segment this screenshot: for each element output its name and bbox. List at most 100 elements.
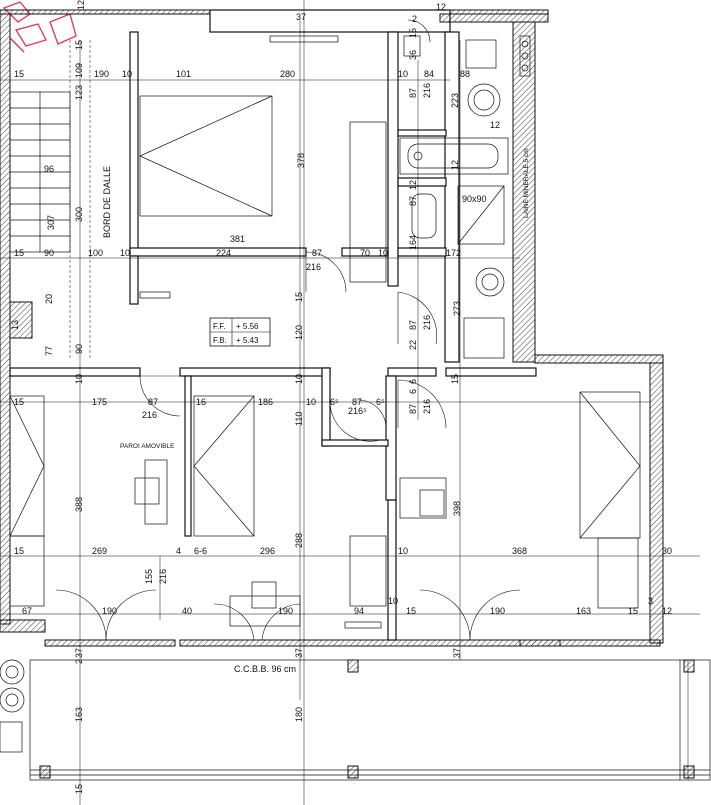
- dim-value: 10: [388, 596, 398, 606]
- dim-value: 190: [490, 606, 505, 616]
- dim-value: 216: [158, 569, 168, 584]
- dim-value: 224: [216, 248, 231, 258]
- dim-value: 87: [408, 196, 418, 206]
- dim-value: 67: [22, 606, 32, 616]
- dim-value: 37: [74, 648, 84, 658]
- dim-value: 273: [452, 301, 462, 316]
- shower-label: 90x90: [462, 194, 487, 204]
- dim-value: 155: [144, 569, 154, 584]
- dim-value: 288: [294, 533, 304, 548]
- dim-value: 6-6: [194, 546, 207, 556]
- dim-value: 87: [408, 88, 418, 98]
- dim-value: 16: [196, 397, 206, 407]
- dim-value: 90: [44, 248, 54, 258]
- dim-value: 2: [412, 14, 417, 24]
- dim-value: 2: [74, 659, 84, 664]
- dim-value: 180: [294, 707, 304, 722]
- dim-value: 87: [148, 397, 158, 407]
- dim-value: 15: [74, 784, 84, 794]
- dim-value: 94: [354, 606, 364, 616]
- dim-value: 163: [74, 707, 84, 722]
- dim-value: 87: [352, 397, 362, 407]
- dim-value: 30: [662, 546, 672, 556]
- dim-value: 10: [74, 374, 84, 384]
- dim-value: 216: [422, 83, 432, 98]
- level-box: F.F. + 5.56 F.B. + 5.43: [209, 317, 271, 347]
- dim-value: 175: [92, 397, 107, 407]
- dim-value: 40: [182, 606, 192, 616]
- dim-value: 88: [460, 69, 470, 79]
- dim-value: 3: [648, 596, 653, 606]
- dim-value: 172: [446, 248, 461, 258]
- dim-value: 15: [74, 40, 84, 50]
- dim-value: 110: [294, 412, 304, 426]
- furniture: [9, 35, 641, 629]
- dimension-values: 12 37 2 12 15 109 123 15 190 10 101 280 …: [10, 0, 672, 794]
- staircase: [9, 40, 91, 360]
- dim-value: 269: [92, 546, 107, 556]
- dim-value: 190: [278, 606, 293, 616]
- dim-value: 13: [10, 320, 20, 330]
- dim-value: 368: [512, 546, 527, 556]
- dim-value: 87: [312, 248, 322, 258]
- dim-value: 87: [408, 404, 418, 414]
- dim-value: 10: [398, 69, 408, 79]
- dim-value: 190: [94, 69, 109, 79]
- dim-value: 90: [74, 344, 84, 354]
- dim-value: 307: [46, 215, 56, 230]
- dim-value: 163: [576, 606, 591, 616]
- dim-value: 164: [408, 235, 418, 250]
- dim-value: 388: [74, 497, 84, 512]
- ff-label: F.F.: [213, 322, 225, 331]
- dim-value: 22: [408, 340, 418, 350]
- dim-value: 186: [258, 397, 273, 407]
- dim-value: 15: [294, 292, 304, 302]
- laine-minerale-label: LAINE MINERALE 5 cm: [523, 148, 530, 218]
- fb-value: + 5.43: [236, 336, 259, 345]
- exterior-walls: [0, 9, 664, 647]
- dim-value: 216⁵: [348, 406, 367, 416]
- dim-value: 10: [122, 69, 132, 79]
- dim-value: 12: [408, 180, 418, 190]
- ff-value: + 5.56: [236, 322, 259, 331]
- dim-value: 101: [176, 69, 191, 79]
- dim-value: 123: [74, 85, 84, 100]
- dim-value: 216: [422, 399, 432, 414]
- dim-value: 12: [450, 160, 460, 170]
- dim-value: 15: [628, 606, 638, 616]
- dim-value: 96: [44, 164, 54, 174]
- dim-value: 20: [44, 294, 54, 304]
- dim-value: 378: [296, 153, 306, 168]
- dim-value: 398: [452, 501, 462, 516]
- dim-value: 381: [230, 234, 245, 244]
- dim-value: 15: [408, 28, 418, 38]
- dim-value: 36: [408, 50, 418, 60]
- dim-value: 70: [360, 248, 370, 258]
- dim-value: 100: [88, 248, 103, 258]
- dim-value: 6⁵: [330, 397, 339, 407]
- ccbb-label: C.C.B.B. 96 cm: [234, 664, 296, 674]
- interior-walls: [9, 31, 537, 641]
- dim-value: 296: [260, 546, 275, 556]
- dim-value: 84: [424, 69, 434, 79]
- dim-value: 15: [14, 397, 24, 407]
- dim-value: 6: [408, 379, 418, 384]
- dim-value: 37: [296, 12, 306, 22]
- dim-value: 4: [176, 546, 181, 556]
- dim-value: 10: [120, 248, 130, 258]
- dim-value: 12: [490, 120, 500, 130]
- fb-label: F.B.: [213, 336, 227, 345]
- dim-value: 120: [294, 325, 304, 340]
- dim-value: 37: [452, 648, 462, 658]
- dim-value: 12: [76, 0, 86, 10]
- terrace: [29, 659, 711, 781]
- dim-value: 280: [280, 69, 295, 79]
- dim-value: 300: [74, 207, 84, 222]
- dim-value: 37: [294, 648, 304, 658]
- dim-value: 77: [44, 346, 54, 356]
- dim-value: 87: [408, 320, 418, 330]
- dim-value: 216: [422, 315, 432, 330]
- dim-value: 223: [450, 93, 460, 108]
